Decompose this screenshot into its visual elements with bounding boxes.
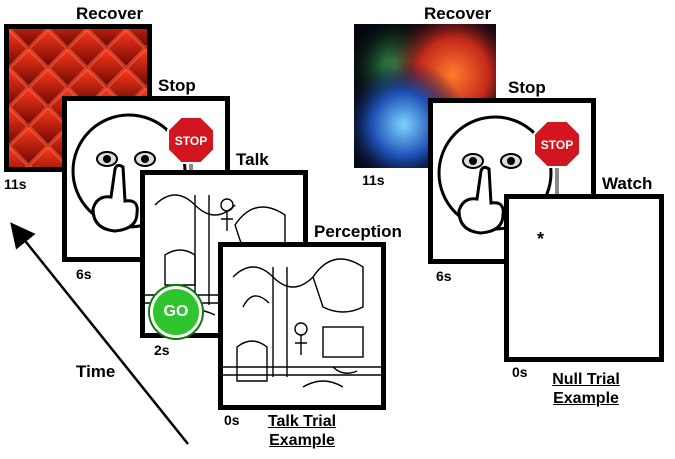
stop-sign-icon: STOP	[533, 120, 581, 194]
perception-label: Perception	[314, 222, 402, 241]
null-recover-time: 11s	[362, 172, 385, 188]
null-recover-label: Recover	[424, 4, 492, 23]
talk-time: 2s	[154, 342, 170, 358]
talk-recover-time: 11s	[4, 176, 27, 192]
null-stop-time: 6s	[436, 268, 452, 284]
watch-panel: *	[504, 194, 664, 362]
perception-scene-panel	[218, 242, 386, 410]
svg-text:STOP: STOP	[175, 134, 207, 148]
watch-label: Watch	[602, 174, 653, 193]
go-button-icon: GO	[150, 286, 202, 338]
fixation-star: *	[537, 229, 545, 249]
null-recover-panel	[354, 24, 496, 168]
zoo-scene-icon	[223, 247, 381, 405]
perception-time: 0s	[224, 412, 240, 428]
talk-trial-caption: Talk Trial Example	[267, 413, 337, 449]
svg-text:STOP: STOP	[541, 138, 573, 152]
nebula-image	[354, 24, 496, 168]
talk-label: Talk	[236, 150, 269, 169]
talk-stop-time: 6s	[76, 266, 92, 282]
null-stop-label: Stop	[508, 78, 546, 97]
stop-sign-icon: STOP	[167, 116, 215, 176]
talk-recover-label: Recover	[76, 4, 144, 23]
talk-stop-label: Stop	[158, 76, 196, 95]
watch-time: 0s	[512, 364, 528, 380]
null-trial-caption: Null Trial Example	[552, 371, 620, 407]
time-axis-label: Time	[76, 362, 116, 381]
